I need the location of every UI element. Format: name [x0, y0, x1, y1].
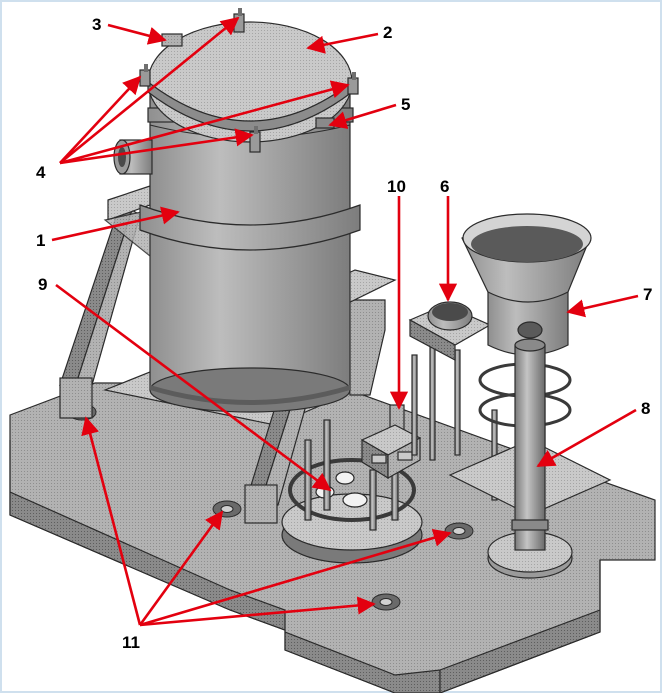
- small-funnel-station: [408, 301, 492, 461]
- callout-3: 3: [92, 15, 101, 34]
- callout-labels: 3 2 5 4 10 6 1 9 7 8 11: [36, 15, 652, 652]
- callout-1: 1: [36, 231, 45, 250]
- leader-arrows: [51, 16, 639, 627]
- leader-4d: [59, 128, 254, 165]
- leader-2: [306, 32, 379, 54]
- callout-5: 5: [401, 95, 410, 114]
- callout-6: 6: [440, 177, 449, 196]
- leader-4a: [59, 16, 240, 165]
- leader-7: [566, 294, 639, 318]
- lid-hinge: [315, 117, 335, 129]
- callout-10: 10: [387, 177, 406, 196]
- leader-11b: [138, 510, 224, 626]
- callout-8: 8: [641, 399, 650, 418]
- vessel-lid: [147, 21, 353, 143]
- leader-3: [107, 23, 167, 45]
- leader-8: [536, 408, 637, 468]
- leader-9: [55, 283, 332, 492]
- callout-2: 2: [383, 23, 392, 42]
- leader-1: [51, 206, 180, 242]
- column-stand: [448, 321, 612, 579]
- side-nozzle: [113, 139, 153, 175]
- leader-11d: [139, 596, 376, 627]
- leader-11c: [139, 528, 452, 627]
- leader-4b: [59, 75, 142, 164]
- large-funnel: [461, 213, 592, 511]
- sensor-block: [360, 404, 422, 480]
- main-vessel: [139, 79, 361, 413]
- callout-7: 7: [643, 285, 652, 304]
- callout-11: 11: [122, 633, 140, 652]
- callout-4: 4: [36, 163, 46, 182]
- leader-11a: [81, 416, 142, 626]
- leader-4c: [59, 80, 350, 165]
- leader-5: [328, 103, 397, 129]
- callout-9: 9: [38, 275, 47, 294]
